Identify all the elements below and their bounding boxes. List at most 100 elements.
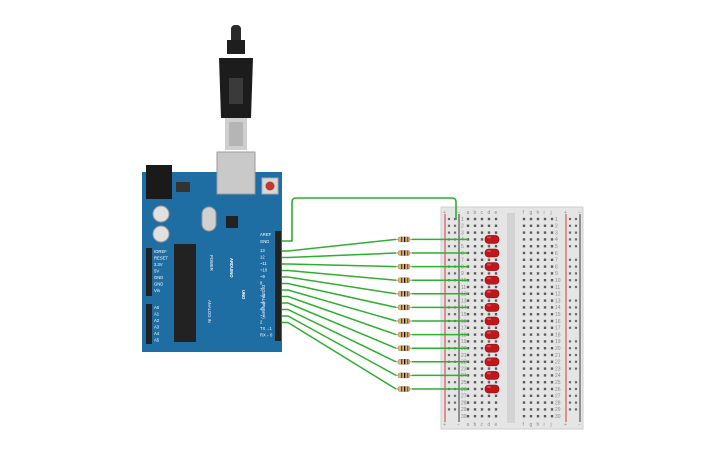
breadboard-hole[interactable] xyxy=(473,333,477,336)
breadboard-hole[interactable] xyxy=(529,251,533,255)
breadboard-hole[interactable] xyxy=(473,238,477,241)
rail-hole[interactable] xyxy=(447,313,451,316)
breadboard-hole[interactable] xyxy=(522,224,526,227)
rail-hole[interactable] xyxy=(568,245,572,248)
rail-hole[interactable] xyxy=(574,306,578,309)
breadboard-hole[interactable] xyxy=(494,224,498,227)
rail-hole[interactable] xyxy=(568,299,572,302)
breadboard-hole[interactable] xyxy=(543,245,547,248)
breadboard-hole[interactable] xyxy=(529,347,533,350)
breadboard-hole[interactable] xyxy=(473,285,477,289)
breadboard-hole[interactable] xyxy=(529,224,533,227)
led[interactable] xyxy=(484,248,500,260)
breadboard-hole[interactable] xyxy=(480,340,484,343)
rail-hole[interactable] xyxy=(574,319,578,323)
breadboard-hole[interactable] xyxy=(536,401,540,404)
rail-hole[interactable] xyxy=(574,272,578,275)
signal-wire[interactable] xyxy=(282,269,397,281)
signal-wire[interactable] xyxy=(282,263,397,268)
rail-hole[interactable] xyxy=(574,360,578,363)
breadboard-hole[interactable] xyxy=(522,326,526,329)
breadboard-hole[interactable] xyxy=(487,224,491,227)
breadboard-hole[interactable] xyxy=(473,408,477,411)
breadboard-hole[interactable] xyxy=(473,415,477,418)
breadboard-hole[interactable] xyxy=(536,245,540,248)
breadboard-hole[interactable] xyxy=(550,387,554,391)
breadboard-hole[interactable] xyxy=(529,408,533,411)
rail-hole[interactable] xyxy=(574,238,578,241)
breadboard-hole[interactable] xyxy=(536,258,540,261)
rail-hole[interactable] xyxy=(453,217,457,221)
breadboard-hole[interactable] xyxy=(494,394,498,397)
rail-hole[interactable] xyxy=(453,340,457,343)
breadboard-hole[interactable] xyxy=(550,415,554,418)
breadboard-hole[interactable] xyxy=(536,285,540,289)
breadboard-hole[interactable] xyxy=(529,415,533,418)
breadboard-hole[interactable] xyxy=(466,231,470,234)
breadboard-hole[interactable] xyxy=(473,265,477,268)
breadboard-hole[interactable] xyxy=(494,272,498,275)
breadboard-hole[interactable] xyxy=(536,292,540,295)
breadboard-hole[interactable] xyxy=(529,340,533,343)
breadboard-hole[interactable] xyxy=(466,367,470,370)
resistor[interactable] xyxy=(396,359,412,365)
rail-hole[interactable] xyxy=(568,231,572,234)
rail-hole[interactable] xyxy=(574,381,578,384)
breadboard-hole[interactable] xyxy=(522,306,526,309)
rail-hole[interactable] xyxy=(568,265,572,268)
breadboard-hole[interactable] xyxy=(522,415,526,418)
breadboard-hole[interactable] xyxy=(536,313,540,316)
breadboard-hole[interactable] xyxy=(543,326,547,329)
breadboard-hole[interactable] xyxy=(522,238,526,241)
breadboard-hole[interactable] xyxy=(473,394,477,397)
resistor[interactable] xyxy=(396,277,412,283)
breadboard-hole[interactable] xyxy=(522,292,526,295)
rail-hole[interactable] xyxy=(574,265,578,268)
rail-hole[interactable] xyxy=(568,347,572,350)
breadboard-hole[interactable] xyxy=(494,313,498,316)
breadboard-hole[interactable] xyxy=(494,245,498,248)
led[interactable] xyxy=(484,371,500,383)
breadboard-hole[interactable] xyxy=(522,347,526,350)
breadboard-hole[interactable] xyxy=(529,353,533,357)
rail-hole[interactable] xyxy=(568,326,572,329)
breadboard-hole[interactable] xyxy=(522,265,526,268)
usb-cable[interactable] xyxy=(219,25,253,150)
resistor[interactable] xyxy=(396,304,412,311)
rail-hole[interactable] xyxy=(447,224,451,227)
breadboard-hole[interactable] xyxy=(480,313,484,316)
rail-hole[interactable] xyxy=(447,231,451,234)
breadboard-hole[interactable] xyxy=(529,258,533,261)
breadboard-hole[interactable] xyxy=(529,245,533,248)
breadboard-hole[interactable] xyxy=(494,258,498,261)
breadboard-hole[interactable] xyxy=(473,367,477,370)
breadboard-hole[interactable] xyxy=(473,292,477,295)
breadboard-hole[interactable] xyxy=(536,251,540,255)
breadboard-hole[interactable] xyxy=(550,251,554,255)
breadboard-hole[interactable] xyxy=(543,251,547,255)
breadboard-hole[interactable] xyxy=(494,401,498,404)
breadboard-hole[interactable] xyxy=(466,415,470,418)
breadboard-hole[interactable] xyxy=(529,238,533,241)
breadboard-hole[interactable] xyxy=(466,245,470,248)
signal-wire[interactable] xyxy=(282,302,397,349)
rail-hole[interactable] xyxy=(453,231,457,234)
breadboard-hole[interactable] xyxy=(529,374,533,377)
breadboard-hole[interactable] xyxy=(466,224,470,227)
breadboard-hole[interactable] xyxy=(522,353,526,357)
breadboard-hole[interactable] xyxy=(480,367,484,370)
resistor[interactable] xyxy=(396,250,412,256)
breadboard-hole[interactable] xyxy=(480,217,484,221)
rail-hole[interactable] xyxy=(568,279,572,282)
breadboard-hole[interactable] xyxy=(522,217,526,221)
breadboard-hole[interactable] xyxy=(494,231,498,234)
breadboard-hole[interactable] xyxy=(550,367,554,370)
breadboard-hole[interactable] xyxy=(480,306,484,309)
breadboard-hole[interactable] xyxy=(480,394,484,397)
breadboard-hole[interactable] xyxy=(529,326,533,329)
breadboard-hole[interactable] xyxy=(522,319,526,323)
breadboard-hole[interactable] xyxy=(466,394,470,397)
breadboard-hole[interactable] xyxy=(543,231,547,234)
breadboard-hole[interactable] xyxy=(473,340,477,343)
